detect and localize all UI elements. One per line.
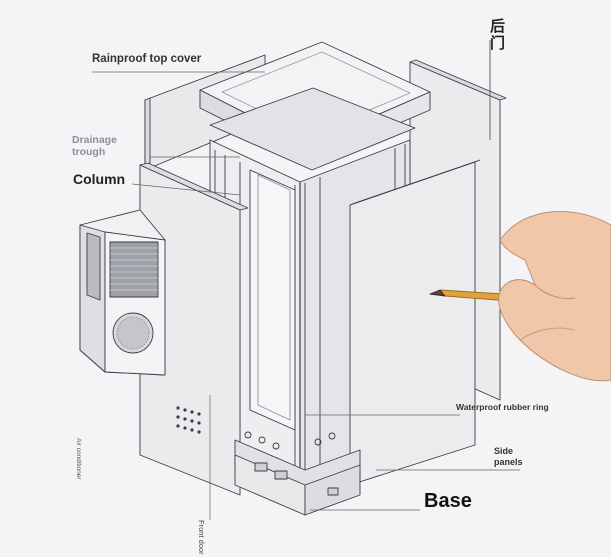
- vent-holes: [176, 406, 201, 434]
- label-back-door: 后门: [490, 18, 506, 52]
- label-rainproof-top-cover: Rainproof top cover: [92, 53, 202, 65]
- label-drainage-trough: Drainage trough: [72, 134, 117, 158]
- hand-drawing-icon: [429, 211, 611, 382]
- label-side-panels: Side panels: [494, 446, 523, 467]
- label-waterproof-rubber-ring: Waterproof rubber ring: [456, 402, 549, 412]
- label-air-conditioner: Air conditioner: [75, 438, 82, 480]
- label-column: Column: [73, 171, 126, 187]
- air-conditioner-unit: [79, 209, 166, 376]
- leader-lines: [92, 71, 520, 520]
- cabinet-base: [234, 431, 361, 516]
- label-base: Base: [424, 490, 472, 512]
- right-side-panel: [349, 159, 481, 486]
- label-front-door: Front door: [197, 520, 206, 555]
